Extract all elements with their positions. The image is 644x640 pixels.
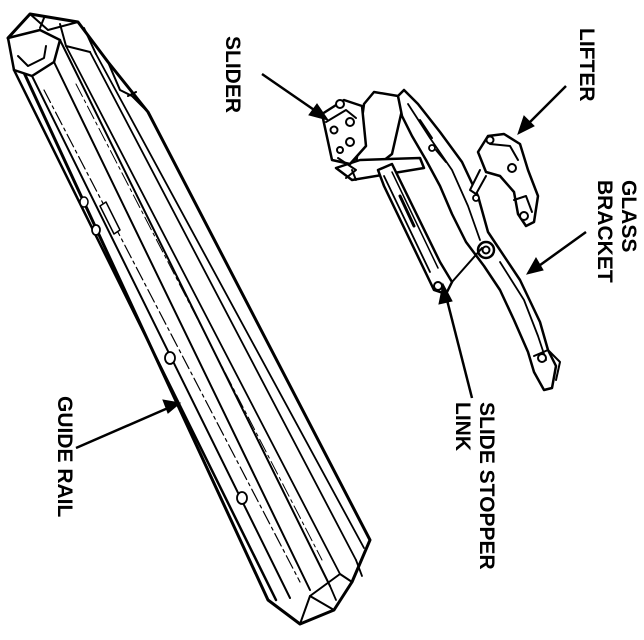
leader-arrows <box>75 72 587 450</box>
lifter-leader-arrow <box>525 85 567 127</box>
slider-arrowhead-icon <box>308 103 330 121</box>
guide-rail-part <box>6 12 372 626</box>
lifter-label: LIFTER <box>575 28 598 102</box>
lifter-arrowhead-icon <box>517 115 535 135</box>
glass-bracket-part <box>396 88 561 392</box>
slide-stopper-label-line1: SLIDE STOPPER <box>475 402 498 570</box>
glass-bracket-leader-arrow <box>535 230 587 270</box>
slide-stopper-arrowhead-icon <box>438 282 453 305</box>
slide-stopper-leader-arrow <box>444 295 474 399</box>
glass-bracket-label-line2: BRACKET <box>593 180 616 283</box>
glass-bracket-arrowhead-icon <box>525 256 544 275</box>
slide-stopper-label-line2: LINK <box>451 402 474 451</box>
callout-labels: SLIDER LIFTER GLASS BRACKET SLIDE STOPPE… <box>53 28 640 570</box>
slider-leader-arrow <box>261 72 321 116</box>
glass-bracket-label-line1: GLASS <box>617 180 640 252</box>
guide-rail-leader-arrow <box>75 406 169 450</box>
slider-label: SLIDER <box>221 36 244 113</box>
lifter-part <box>469 132 540 228</box>
slide-stopper-link-part <box>376 162 483 296</box>
guide-rail-label: GUIDE RAIL <box>53 396 76 518</box>
guide-rail-arrowhead-icon <box>162 399 182 414</box>
